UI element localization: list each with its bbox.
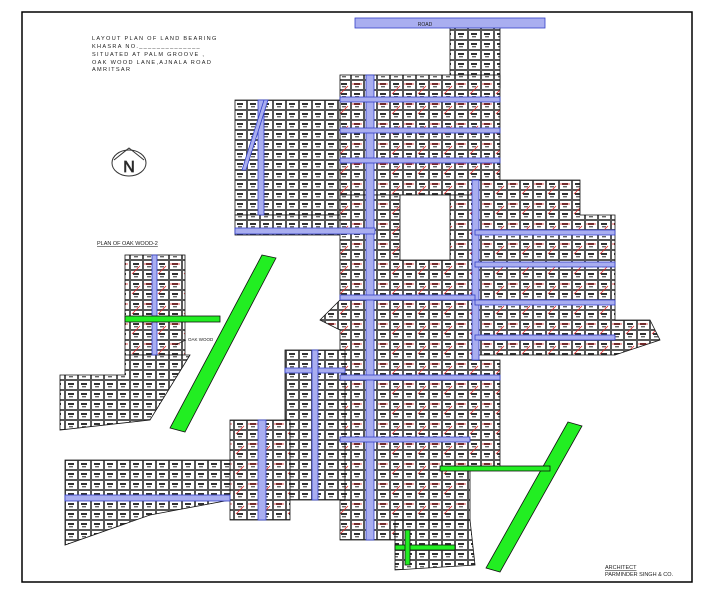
title-line: LAYOUT PLAN OF LAND BEARING	[92, 36, 218, 42]
oak-wood-block-lower	[59, 354, 191, 431]
architect-name: PARMINDER SINGH & CO.	[605, 572, 674, 578]
green-belt-diagonal-east	[485, 421, 583, 573]
plot-block-upper-left	[234, 99, 341, 216]
main-road	[354, 17, 546, 29]
open-space	[399, 194, 451, 261]
green-belt-diagonal-west	[169, 254, 277, 433]
drawing-frame	[21, 11, 693, 583]
plot-block-upper-central	[339, 74, 501, 196]
architect-block: ARCHITECT PARMINDER SINGH & CO.	[605, 565, 674, 578]
plot-block-east	[474, 179, 661, 356]
title-line: AMRITSAR	[92, 67, 131, 73]
green-belts	[124, 254, 583, 573]
title-block: LAYOUT PLAN OF LAND BEARING KHASRA NO.__…	[92, 36, 218, 73]
green-road-oak-wood	[124, 315, 221, 323]
title-line: OAK WOOD LANE,AJNALA ROAD	[92, 60, 212, 66]
svg-text:N: N	[123, 159, 135, 176]
inset-title: PLAN OF OAK WOOD-2	[97, 241, 158, 247]
green-road-south	[439, 465, 551, 472]
oak-wood-label: OAK WOOD	[188, 337, 214, 342]
road-label: ROAD	[418, 22, 433, 28]
architect-heading: ARCHITECT	[605, 565, 637, 571]
blue-roads	[64, 17, 616, 541]
north-arrow-icon: N	[111, 147, 147, 177]
title-line: SITUATED AT PALM GROOVE ,	[92, 52, 205, 58]
plot-block-bottom-left	[64, 459, 231, 546]
title-line: KHASRA NO.______________	[92, 44, 201, 50]
